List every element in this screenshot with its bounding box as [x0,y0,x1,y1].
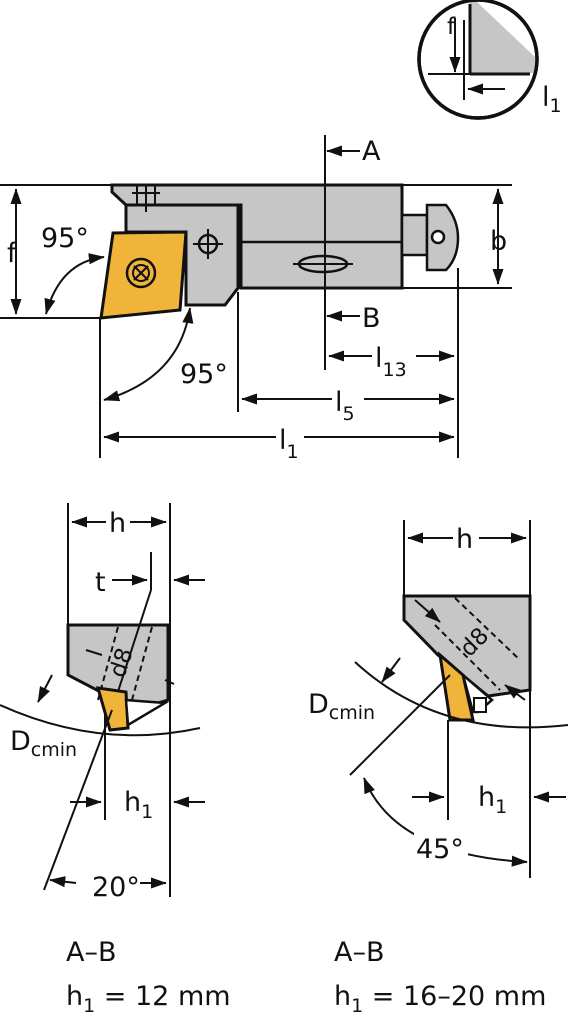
section-b-label: B [362,303,381,334]
cutting-insert [99,230,188,320]
dim-l13-label: l13 [375,343,407,381]
left-angle-label: 20° [92,872,140,903]
right-dim-h-label: h [456,524,473,555]
right-dcmin-label: Dcmin [308,689,375,724]
section-right: h d8 Dcmin h1 45° A–B h1 = 16–20 mm [308,520,568,1017]
angle-bottom-arc [103,307,194,402]
left-insert [95,686,130,732]
coolant-connector [400,203,460,272]
right-dim-h1-label: h1 [478,782,507,818]
right-angle-label: 45° [416,834,464,865]
detail-f-label: f [447,14,456,40]
dim-l5-label: l5 [335,387,355,425]
section-a-label: A [362,136,381,167]
angle-top-label: 95° [41,223,89,254]
angle-bottom-label: 95° [180,359,228,390]
section-left: h t d8 Dcmin h1 20° A [0,503,231,1017]
dim-b-label: b [490,226,507,257]
right-caption-title: A–B [334,937,385,968]
coolant-slot-icon [293,254,353,274]
detail-circle: f l1 [417,0,562,120]
top-view: A B f b 95° 95° l13 l5 l1 [0,135,512,463]
angle-top-arc [44,253,105,315]
detail-l1-label: l1 [542,82,562,117]
left-dim-t-label: t [95,567,106,598]
left-caption-value: h1 = 12 mm [66,981,231,1017]
dim-f-label: f [7,238,18,269]
left-dim-h1-label: h1 [124,787,153,823]
right-caption-value: h1 = 16–20 mm [334,981,546,1017]
right-insert [437,651,475,722]
left-dim-h-label: h [109,508,126,539]
clamp-screw-icon [193,229,223,259]
left-caption-title: A–B [66,937,117,968]
dim-l1-label: l1 [279,425,299,463]
detail-body-corner [470,2,536,73]
left-dcmin-label: Dcmin [10,726,77,761]
holder-shank [110,183,404,290]
